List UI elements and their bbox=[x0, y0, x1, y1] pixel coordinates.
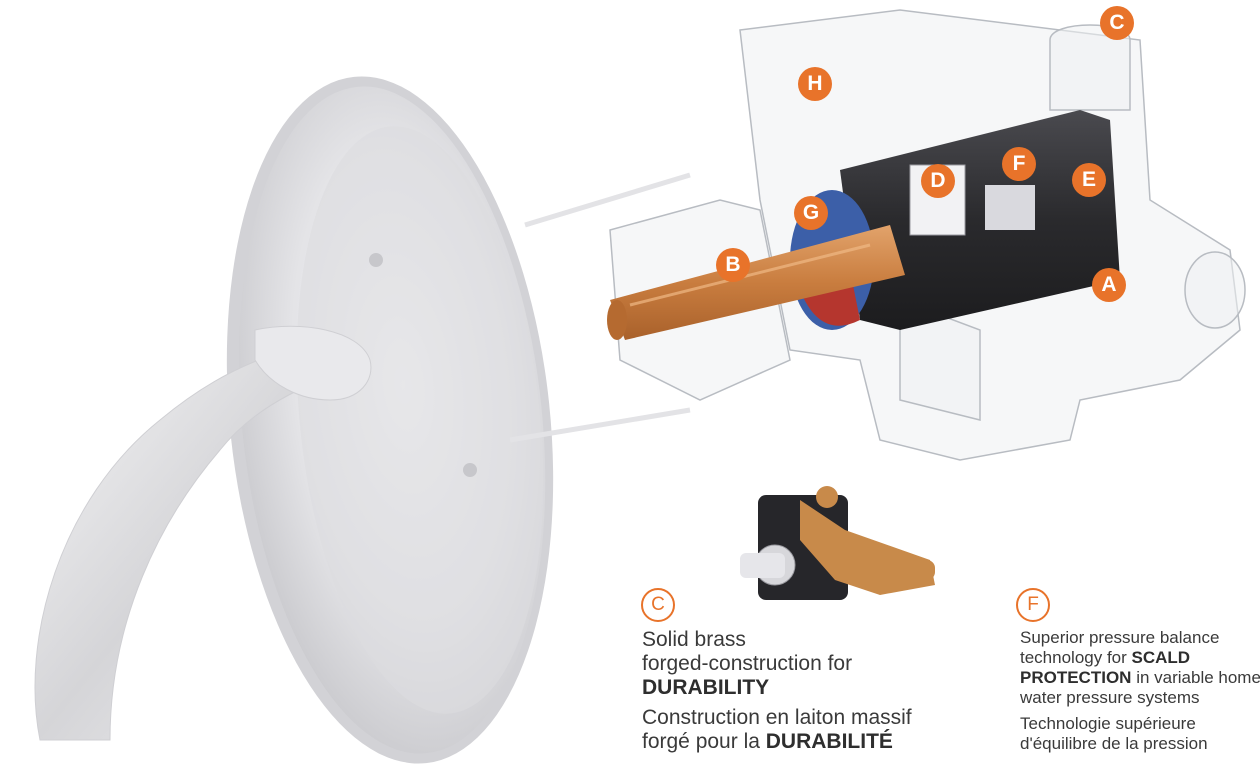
callout-c-en-line2: forged-construction for bbox=[642, 652, 853, 675]
assembly-guide-lines bbox=[509, 172, 691, 443]
callout-f-french: Technologie supérieure d'équilibre de la… bbox=[1020, 714, 1260, 754]
callout-c-fr-line1: Construction en laiton massif bbox=[642, 706, 912, 729]
marker-h: H bbox=[798, 67, 832, 101]
pressure-balance-cartridge bbox=[840, 110, 1120, 330]
marker-f: F bbox=[1002, 147, 1036, 181]
callout-f: Superior pressure balance technology for… bbox=[1020, 628, 1260, 754]
escutcheon-plate bbox=[226, 76, 554, 764]
callout-c: Solid brass forged-construction for DURA… bbox=[642, 628, 982, 754]
callout-f-en-pre: Superior pressure balance technology for bbox=[1020, 628, 1220, 667]
marker-g: G bbox=[794, 196, 828, 230]
callout-c-french: Construction en laiton massif forgé pour… bbox=[642, 706, 982, 754]
callout-c-letter: C bbox=[641, 588, 675, 622]
callout-c-english: Solid brass forged-construction for DURA… bbox=[642, 628, 982, 700]
marker-b: B bbox=[716, 248, 750, 282]
callout-c-fr-emphasis: DURABILITÉ bbox=[765, 730, 893, 753]
callout-f-fr-line2: d'équilibre de la pression bbox=[1020, 734, 1208, 753]
callout-f-english: Superior pressure balance technology for… bbox=[1020, 628, 1260, 708]
callout-f-fr-line1: Technologie supérieure bbox=[1020, 714, 1196, 733]
marker-e: E bbox=[1072, 163, 1106, 197]
callout-f-en-post: in variable home water pressure systems bbox=[1020, 668, 1260, 707]
marker-c: C bbox=[1100, 6, 1134, 40]
marker-a: A bbox=[1092, 268, 1126, 302]
callout-f-en-emphasis: SCALD PROTECTION bbox=[1020, 648, 1191, 687]
callout-c-en-emphasis: DURABILITY bbox=[642, 676, 770, 699]
brass-stem bbox=[607, 225, 905, 340]
callout-c-en-line1: Solid brass bbox=[642, 628, 746, 651]
callout-c-fr-line2: forgé pour la bbox=[642, 730, 760, 753]
marker-d: D bbox=[921, 164, 955, 198]
lever-handle bbox=[34, 325, 372, 741]
rough-valve-thumbnail bbox=[740, 486, 935, 600]
callout-f-letter: F bbox=[1016, 588, 1050, 622]
